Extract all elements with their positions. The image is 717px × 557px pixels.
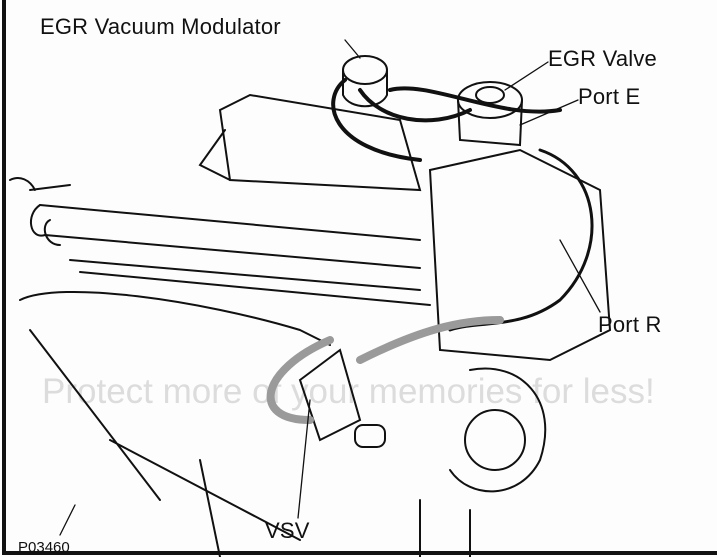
vsv-body [298,348,362,442]
intake-body [19,290,331,541]
label-vsv: VSV [265,518,310,543]
label-port-r: Port R [598,312,662,337]
leader-egr-valve [504,61,549,91]
manifold-runner [39,204,431,306]
vacuum-modulator [342,55,388,85]
leader-fig [59,504,76,536]
leader-port-e [519,99,579,126]
figure-id: P03460 [18,539,70,556]
leader-port-r [559,239,601,313]
throttle-body [198,93,422,192]
label-egr-vacuum-modulator: EGR Vacuum Modulator [40,14,281,39]
vacuum-hose-r [448,148,594,332]
vacuum-hose [331,78,562,162]
label-egr-valve: EGR Valve [548,46,657,71]
vsv-hose [266,316,504,424]
leader-modulator [344,39,361,59]
engine-block [428,148,612,493]
air-cleaner-outline [9,177,71,191]
leader-vsv [297,399,311,519]
manifold-end [30,204,61,246]
label-port-e: Port E [578,84,641,109]
pulley [464,409,526,471]
